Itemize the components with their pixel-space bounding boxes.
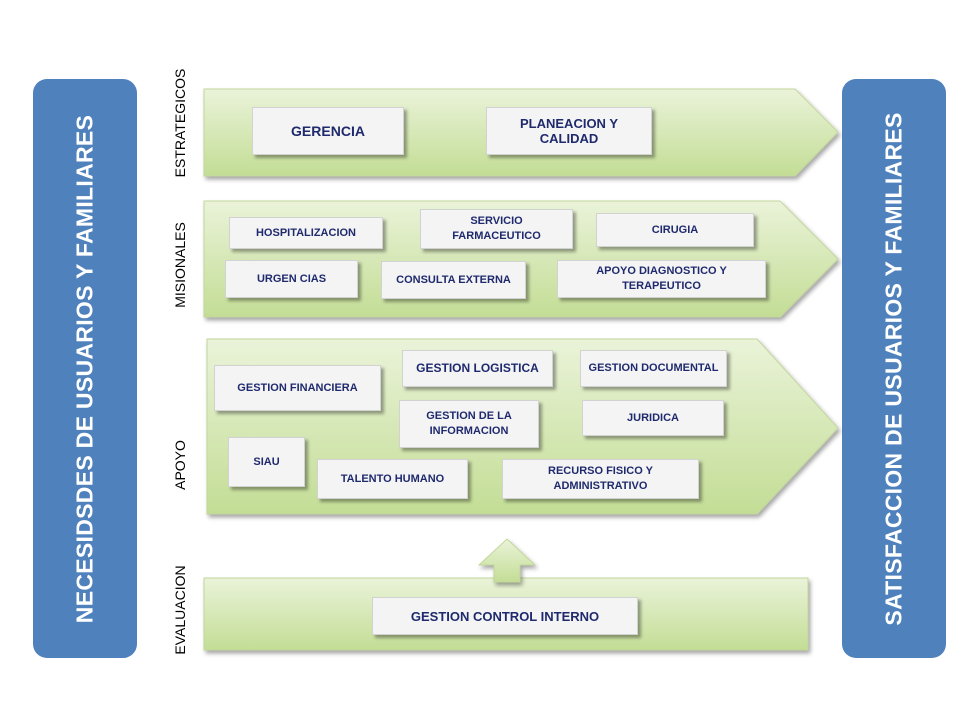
box-hospitalizacion: HOSPITALIZACION <box>229 217 383 249</box>
box-gestion-informacion: GESTION DE LA INFORMACION <box>399 400 539 448</box>
box-urgencias: URGEN CIAS <box>225 260 358 298</box>
box-gestion-financiera: GESTION FINANCIERA <box>214 365 381 411</box>
box-juridica: JURIDICA <box>582 400 724 436</box>
box-siau: SIAU <box>228 437 305 487</box>
box-gestion-logistica: GESTION LOGISTICA <box>402 350 553 387</box>
box-cirugia: CIRUGIA <box>596 213 754 247</box>
box-servicio-farmaceutico: SERVICIO FARMACEUTICO <box>420 209 573 249</box>
satisfaction-panel: SATISFACCION DE USUARIOS Y FAMILIARES <box>842 79 946 658</box>
box-gestion-documental: GESTION DOCUMENTAL <box>580 350 727 387</box>
box-planeacion-calidad: PLANEACION Y CALIDAD <box>486 107 652 155</box>
box-talento-humano: TALENTO HUMANO <box>317 459 468 499</box>
box-apoyo-diagnostico: APOYO DIAGNOSTICO Y TERAPEUTICO <box>557 260 766 298</box>
box-gestion-control-interno: GESTION CONTROL INTERNO <box>372 597 638 635</box>
needs-panel: NECESIDSDES DE USUARIOS Y FAMILIARES <box>33 79 137 658</box>
box-recurso-fisico: RECURSO FISICO Y ADMINISTRATIVO <box>502 459 699 499</box>
up-arrow <box>477 538 537 583</box>
box-consulta-externa: CONSULTA EXTERNA <box>381 261 526 299</box>
box-gerencia: GERENCIA <box>252 107 404 155</box>
